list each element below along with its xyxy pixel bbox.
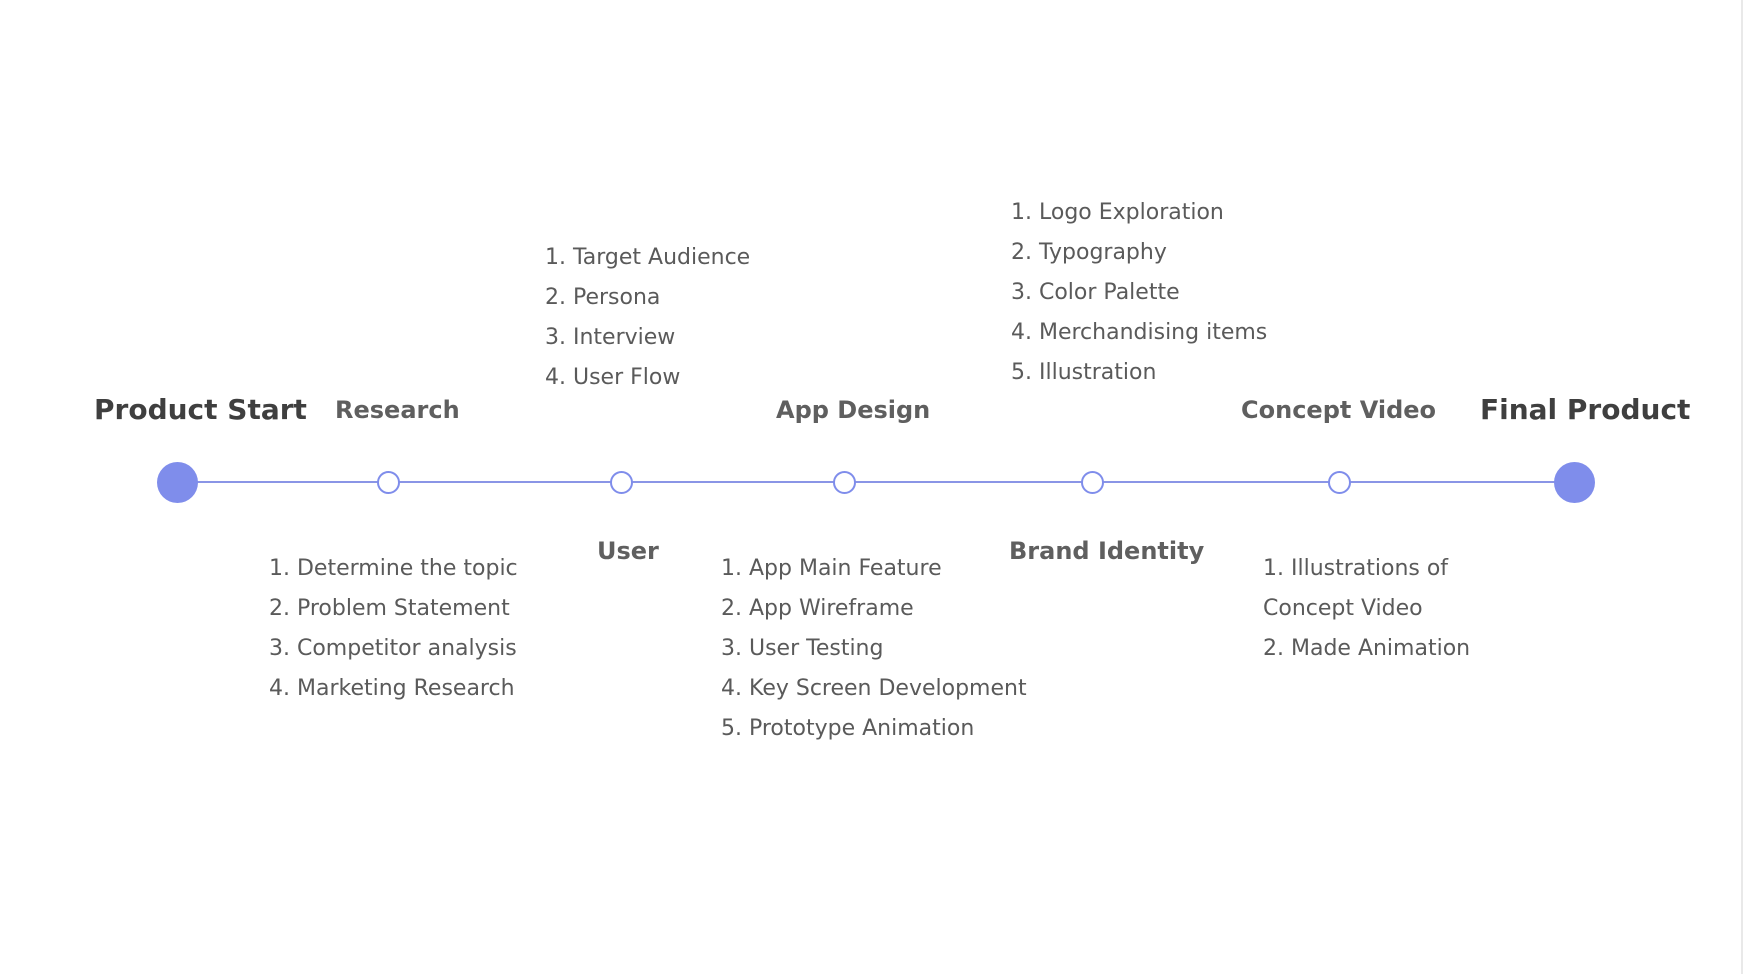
list-item: 2. Made Animation — [1263, 636, 1471, 661]
label-final-product: Final Product — [1480, 393, 1691, 426]
list-item: 5. Illustration — [1011, 360, 1157, 385]
list-item: 3. Interview — [545, 325, 676, 350]
list-item: 4. Key Screen Development — [721, 676, 1027, 701]
list-item: 4. User Flow — [545, 365, 681, 390]
label-app-design: App Design — [776, 396, 931, 424]
label-brand-identity: Brand Identity — [1009, 537, 1205, 565]
node-concept-video — [1328, 471, 1351, 494]
label-user: User — [597, 537, 659, 565]
list-item: 2. Problem Statement — [269, 596, 510, 621]
list-user-items: 1. Target Audience 2. Persona 3. Intervi… — [545, 238, 750, 398]
list-item: 3. User Testing — [721, 636, 884, 661]
label-product-start: Product Start — [94, 393, 307, 426]
node-product-start — [157, 462, 198, 503]
list-brand-identity-items: 1. Logo Exploration 2. Typography 3. Col… — [1011, 193, 1267, 393]
list-item: 2. Persona — [545, 285, 661, 310]
label-concept-video: Concept Video — [1241, 396, 1437, 424]
node-brand-identity — [1081, 471, 1104, 494]
node-final-product — [1554, 462, 1595, 503]
page-edge-divider — [1741, 0, 1743, 974]
list-research-items: 1. Determine the topic 2. Problem Statem… — [269, 549, 518, 709]
timeline-line — [178, 481, 1574, 483]
list-item: 1. Logo Exploration — [1011, 200, 1224, 225]
list-item: 5. Prototype Animation — [721, 716, 975, 741]
list-item: 3. Competitor analysis — [269, 636, 517, 661]
list-item: 1. Determine the topic — [269, 556, 518, 581]
list-item: 1. Illustrations of — [1263, 556, 1449, 581]
node-user — [610, 471, 633, 494]
list-item: Concept Video — [1263, 596, 1423, 621]
list-item: 4. Merchandising items — [1011, 320, 1268, 345]
list-item: 2. App Wireframe — [721, 596, 914, 621]
node-app-design — [833, 471, 856, 494]
list-item: 3. Color Palette — [1011, 280, 1180, 305]
list-item: 1. Target Audience — [545, 245, 751, 270]
node-research — [377, 471, 400, 494]
list-item: 1. App Main Feature — [721, 556, 942, 581]
label-research: Research — [335, 396, 460, 424]
list-app-design-items: 1. App Main Feature 2. App Wireframe 3. … — [721, 549, 1027, 749]
list-item: 2. Typography — [1011, 240, 1167, 265]
list-concept-video-items: 1. Illustrations of Concept Video 2. Mad… — [1263, 549, 1470, 669]
list-item: 4. Marketing Research — [269, 676, 515, 701]
